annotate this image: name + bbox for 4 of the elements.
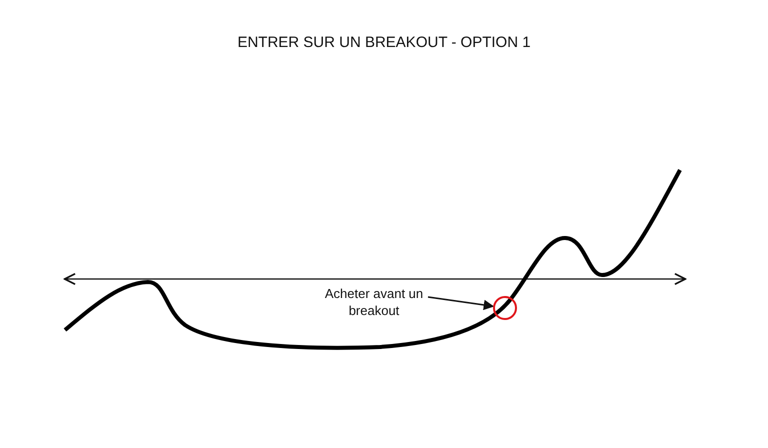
arrow [428, 296, 494, 310]
title: ENTRER SUR UN BREAKOUT - OPTION 1 [237, 34, 531, 51]
annotation-text: Acheter avant un breakout [318, 285, 430, 319]
highlight-circle [493, 296, 517, 320]
